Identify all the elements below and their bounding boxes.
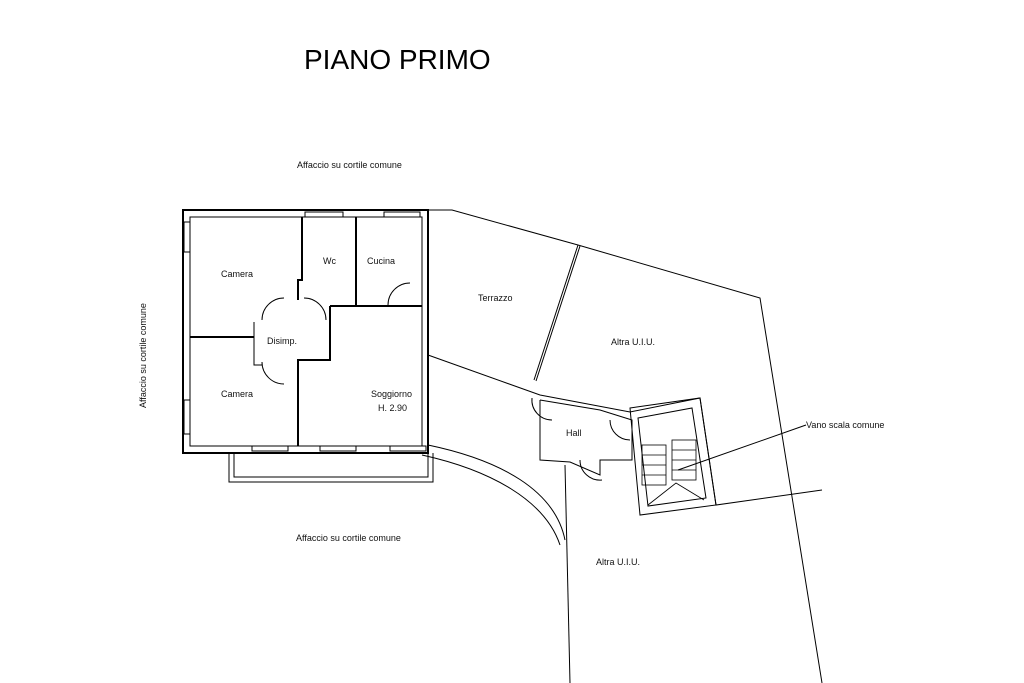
room-terrazzo: Terrazzo — [478, 293, 513, 303]
room-soggiorno: Soggiorno — [371, 389, 413, 399]
orientation-label-top: Affaccio su cortile comune — [297, 160, 402, 170]
room-camera-top: Camera — [221, 269, 254, 279]
room-wc: Wc — [323, 256, 336, 266]
room-altra-uiu-top: Altra U.I.U. — [611, 337, 656, 347]
room-camera-bottom: Camera — [221, 389, 254, 399]
room-hall: Hall — [566, 428, 582, 438]
orientation-label-bottom: Affaccio su cortile comune — [296, 533, 401, 543]
room-soggiorno-height: H. 2.90 — [378, 403, 408, 413]
room-altra-uiu-bottom: Altra U.I.U. — [596, 557, 641, 567]
floor-title: PIANO PRIMO — [304, 44, 491, 75]
orientation-label-left: Affaccio su cortile comune — [138, 303, 148, 408]
room-disimp: Disimp. — [267, 336, 298, 346]
stairwell-label: Vano scala comune — [806, 420, 885, 430]
room-cucina: Cucina — [367, 256, 396, 266]
